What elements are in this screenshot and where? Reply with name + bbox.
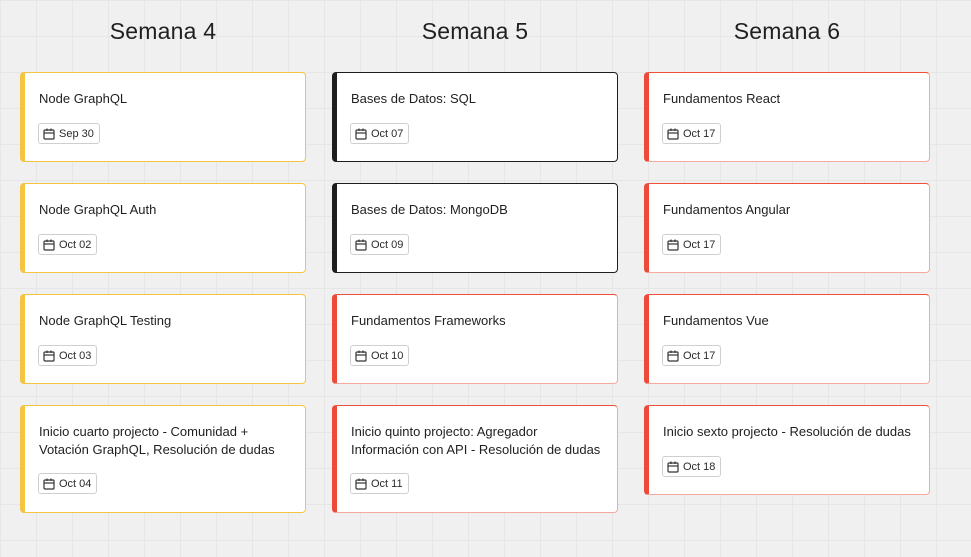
date-label: Oct 07: [371, 127, 404, 140]
date-chip[interactable]: Oct 03: [38, 345, 98, 366]
date-chip[interactable]: Oct 04: [38, 473, 98, 494]
date-label: Oct 03: [59, 349, 92, 362]
date-chip[interactable]: Oct 17: [662, 123, 722, 144]
date-label: Oct 04: [59, 477, 92, 490]
date-label: Oct 02: [59, 238, 92, 251]
column-title: Semana 6: [733, 18, 841, 44]
task-card[interactable]: Bases de Datos: SQL Oct 07: [332, 72, 618, 162]
task-card[interactable]: Inicio quinto projecto: Agregador Inform…: [332, 405, 618, 513]
calendar-icon: [43, 239, 55, 251]
calendar-icon: [667, 239, 679, 251]
date-chip[interactable]: Oct 07: [350, 123, 410, 144]
card-title: Node GraphQL: [39, 91, 128, 106]
calendar-icon: [43, 478, 55, 490]
date-chip[interactable]: Oct 17: [662, 234, 722, 255]
date-chip[interactable]: Sep 30: [38, 123, 100, 144]
calendar-icon: [667, 350, 679, 362]
date-label: Oct 17: [683, 127, 716, 140]
calendar-icon: [43, 128, 55, 140]
task-card[interactable]: Fundamentos Frameworks Oct 10: [332, 294, 618, 384]
card-title: Inicio sexto projecto - Resolución de du…: [663, 424, 911, 439]
card-title: Inicio quinto projecto: Agregador Inform…: [351, 424, 601, 457]
date-label: Oct 09: [371, 238, 404, 251]
date-label: Oct 11: [371, 477, 403, 490]
date-chip[interactable]: Oct 18: [662, 456, 722, 477]
date-label: Oct 17: [683, 349, 716, 362]
calendar-icon: [43, 350, 55, 362]
calendar-icon: [355, 350, 367, 362]
column-title: Semana 5: [421, 18, 529, 44]
card-title: Fundamentos Angular: [663, 202, 791, 217]
calendar-icon: [355, 128, 367, 140]
task-card[interactable]: Node GraphQL Auth Oct 02: [20, 183, 306, 273]
card-title: Inicio cuarto projecto - Comunidad + Vot…: [39, 424, 275, 457]
task-card[interactable]: Inicio cuarto projecto - Comunidad + Vot…: [20, 405, 306, 513]
date-label: Oct 10: [371, 349, 404, 362]
task-card[interactable]: Bases de Datos: MongoDB Oct 09: [332, 183, 618, 273]
date-chip[interactable]: Oct 02: [38, 234, 98, 255]
task-card[interactable]: Node GraphQL Sep 30: [20, 72, 306, 162]
task-card[interactable]: Fundamentos Angular Oct 17: [644, 183, 930, 273]
date-label: Oct 17: [683, 238, 716, 251]
card-title: Fundamentos Vue: [663, 313, 769, 328]
calendar-icon: [667, 461, 679, 473]
card-title: Bases de Datos: SQL: [351, 91, 477, 106]
card-title: Node GraphQL Testing: [39, 313, 172, 328]
date-chip[interactable]: Oct 09: [350, 234, 410, 255]
date-chip[interactable]: Oct 11: [350, 473, 409, 494]
column-title: Semana 4: [109, 18, 217, 44]
card-title: Fundamentos React: [663, 91, 781, 106]
date-chip[interactable]: Oct 17: [662, 345, 722, 366]
date-label: Oct 18: [683, 460, 716, 473]
calendar-icon: [355, 239, 367, 251]
card-title: Bases de Datos: MongoDB: [351, 202, 508, 217]
calendar-icon: [355, 478, 367, 490]
calendar-icon: [667, 128, 679, 140]
task-card[interactable]: Fundamentos Vue Oct 17: [644, 294, 930, 384]
card-title: Fundamentos Frameworks: [351, 313, 506, 328]
card-title: Node GraphQL Auth: [39, 202, 157, 217]
task-card[interactable]: Node GraphQL Testing Oct 03: [20, 294, 306, 384]
task-card[interactable]: Inicio sexto projecto - Resolución de du…: [644, 405, 930, 495]
task-card[interactable]: Fundamentos React Oct 17: [644, 72, 930, 162]
date-chip[interactable]: Oct 10: [350, 345, 410, 366]
date-label: Sep 30: [59, 127, 94, 140]
